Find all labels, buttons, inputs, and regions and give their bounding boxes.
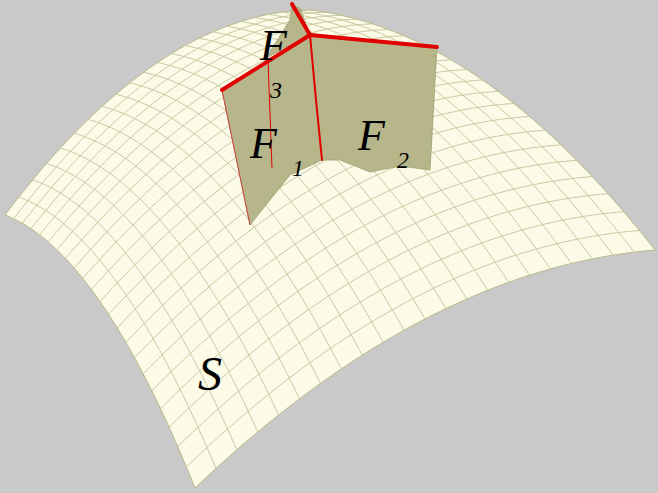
mesh-line — [296, 11, 634, 253]
mesh-line — [169, 194, 608, 428]
mesh-line — [178, 212, 624, 447]
mesh-line — [47, 163, 258, 432]
fin-subscript: 1 — [292, 156, 304, 180]
mesh-line — [33, 180, 237, 450]
intersection-curve — [310, 35, 322, 160]
intersection-curve — [292, 4, 310, 35]
surface-label: S — [198, 350, 222, 398]
fin-letter: F — [358, 114, 385, 158]
fin-border — [222, 90, 250, 225]
intersection-curve — [310, 35, 437, 47]
mesh-line — [135, 130, 546, 357]
surface-mesh — [14, 11, 640, 469]
fin-letter: F — [250, 122, 277, 166]
mesh-line — [186, 230, 639, 467]
surface-fill — [5, 10, 655, 488]
fin-subscript: 2 — [397, 148, 409, 172]
fin-f2 — [310, 35, 437, 172]
mesh-line — [282, 12, 613, 255]
mesh-line — [213, 32, 509, 282]
fin-subscript: 3 — [270, 78, 282, 102]
fin-letter: F — [260, 24, 287, 68]
mesh-line — [31, 19, 357, 229]
